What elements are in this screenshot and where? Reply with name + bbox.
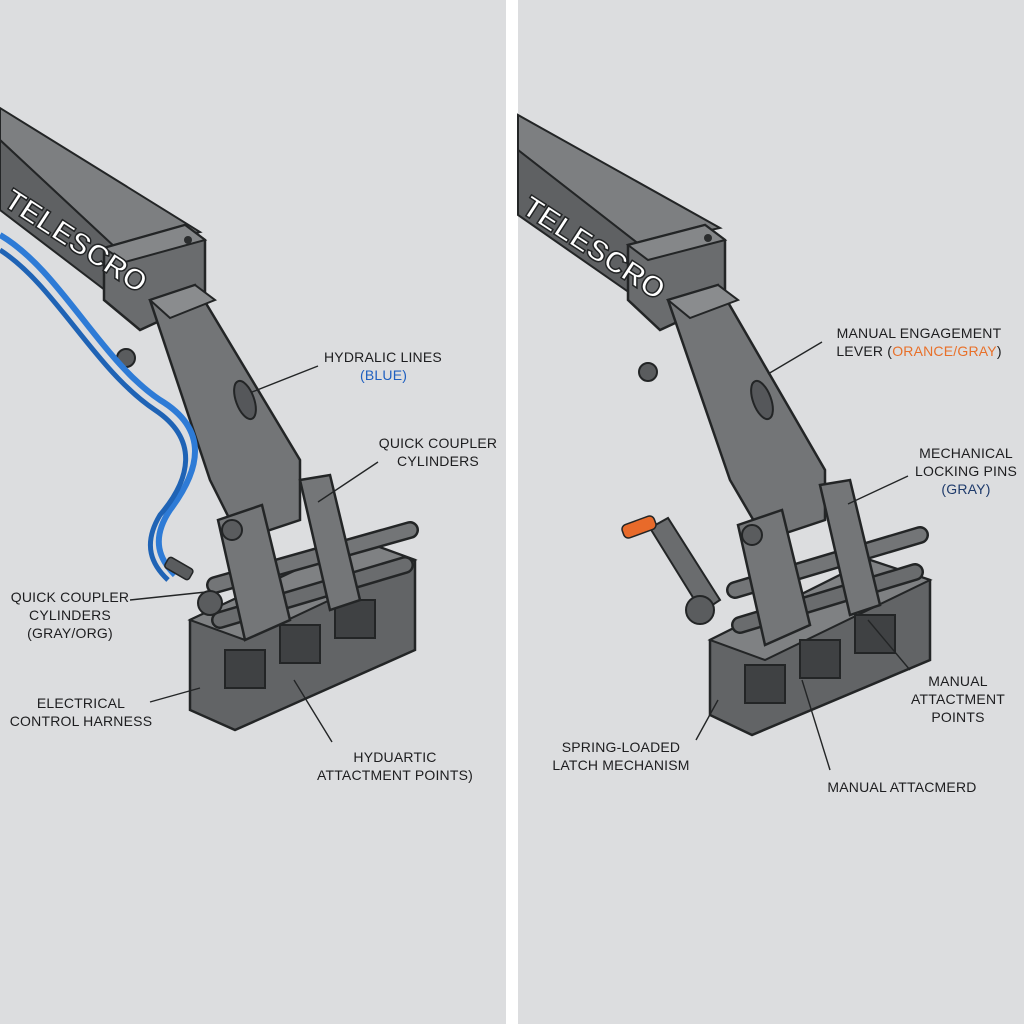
left-coupler-frame: [187, 473, 419, 732]
label-hydraulic-lines: HYDRALIC LINES (BLUE): [324, 349, 442, 383]
left-leader-lines: [129, 365, 379, 743]
right-coupler-frame: [707, 478, 933, 737]
left-arm: [148, 283, 302, 542]
left-hydraulic-lines: [0, 232, 198, 582]
label-spring-loaded-latch: SPRING-LOADED LATCH MECHANISM: [552, 739, 690, 773]
right-arm: [665, 283, 827, 542]
label-electrical-control-harness: ELECTRICAL CONTROL HARNESS: [9, 695, 153, 729]
label-mechanical-locking-pins: MECHANICAL LOCKING PINS (GRAY): [915, 445, 1017, 497]
right-manual-lever: [621, 515, 722, 625]
label-manual-attachment-points: MANUAL ATTACTMENT POINTS: [910, 673, 1006, 725]
label-manual-attachment-bottom: MANUAL ATTACMERD: [827, 779, 977, 795]
label-hydraulic-attachment-points: HYDUARTIC ATTACTMENT POINTS): [316, 749, 474, 783]
label-manual-engagement-lever: MANUAL ENGAGEMENT LEVER (ORANCE/GRAY): [836, 325, 1002, 359]
panel-divider: [506, 0, 518, 1024]
right-leader-lines: [695, 341, 911, 771]
label-quick-coupler-cylinders-top: QUICK COUPLER CYLINDERS: [378, 435, 498, 469]
label-quick-coupler-cylinders-left: QUICK COUPLER CYLINDERS (GRAY/ORG): [10, 589, 130, 641]
right-boom: [517, 113, 728, 382]
